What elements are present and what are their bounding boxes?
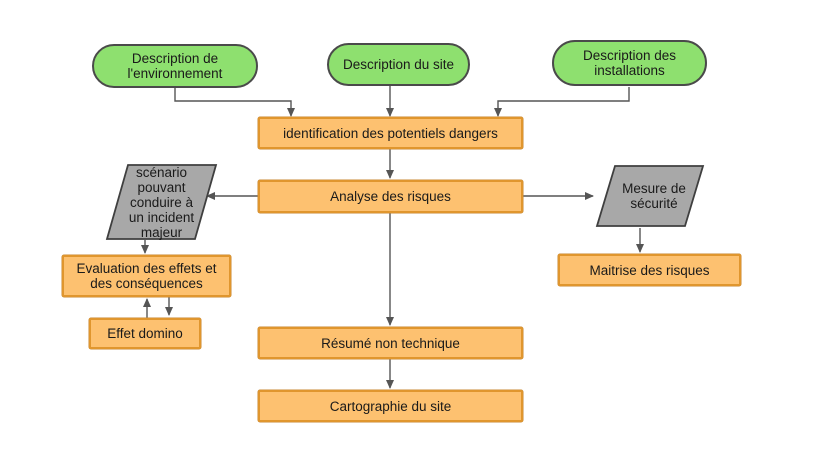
node-effet-domino: Effet domino: [89, 318, 201, 349]
node-label: Effet domino: [107, 326, 183, 341]
node-label-wrap: scénario pouvant conduire à un incident …: [104, 163, 219, 241]
node-label: identification des potentiels dangers: [283, 125, 498, 141]
node-label: scénario pouvant conduire à un incident …: [128, 164, 195, 240]
node-identification-dangers: identification des potentiels dangers: [258, 117, 523, 149]
node-label: Description des installations: [582, 48, 677, 78]
node-label: Analyse des risques: [330, 189, 451, 204]
node-label: Description de l'environnement: [127, 51, 223, 81]
parallelogram-shape: [595, 165, 705, 227]
node-label-wrap: Mesure de sécurité: [594, 164, 706, 228]
node-scenario: scénario pouvant conduire à un incident …: [104, 163, 219, 241]
node-description-environnement: Description de l'environnement: [92, 44, 258, 88]
node-mesure-securite: Mesure de sécurité: [594, 164, 706, 228]
node-maitrise-risques: Maitrise des risques: [558, 254, 741, 286]
node-evaluation-effets: Evaluation des effets et des conséquence…: [62, 255, 231, 297]
parallelogram-shape: [105, 164, 218, 240]
node-label: Maitrise des risques: [589, 262, 710, 278]
node-analyse-risques: Analyse des risques: [258, 180, 523, 213]
node-description-site: Description du site: [327, 43, 470, 86]
edge-env-to-identification: [174, 87, 295, 117]
edge-install-to-identification: [494, 87, 630, 117]
node-description-installations: Description des installations: [552, 40, 707, 86]
node-resume-non-technique: Résumé non technique: [258, 327, 523, 359]
node-label: Cartographie du site: [329, 398, 452, 414]
node-label: Mesure de sécurité: [622, 181, 686, 211]
node-label: Description du site: [342, 57, 455, 72]
node-cartographie-site: Cartographie du site: [258, 390, 523, 422]
node-label: Résumé non technique: [321, 335, 460, 351]
node-label: Evaluation des effets et des conséquence…: [76, 261, 217, 291]
